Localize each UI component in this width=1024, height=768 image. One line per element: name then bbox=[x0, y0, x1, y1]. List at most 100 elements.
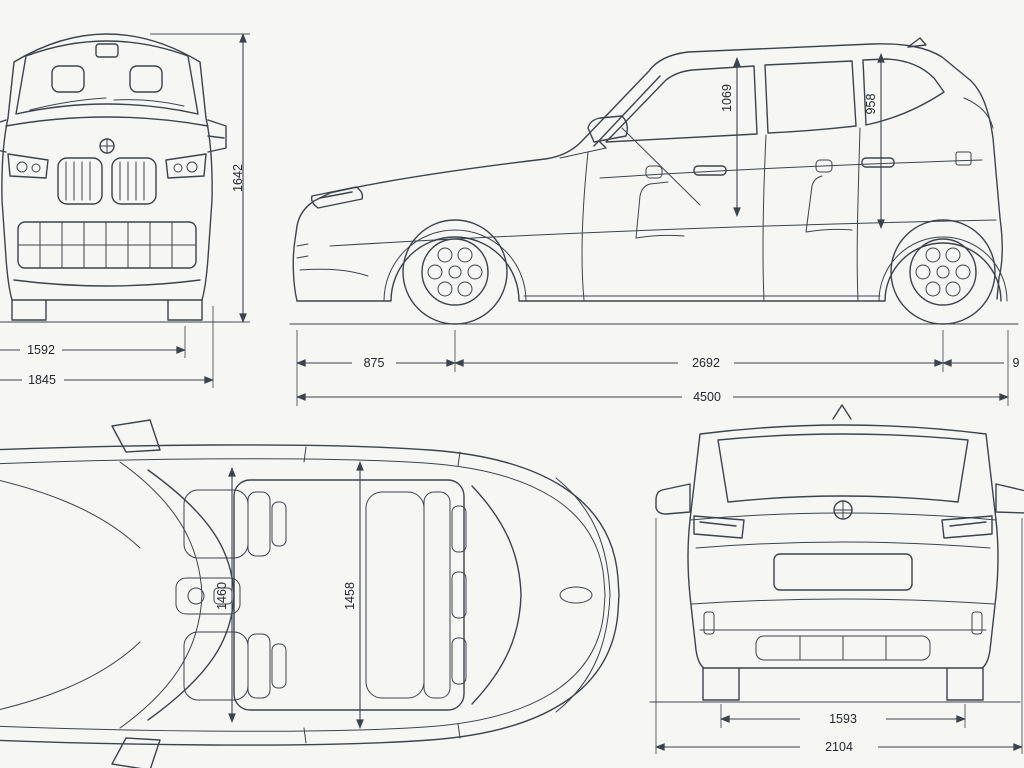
rear-wheel-left bbox=[702, 667, 740, 701]
intake-grid bbox=[17, 221, 197, 269]
rear-roundel-cross bbox=[833, 500, 853, 520]
tailgate-seam bbox=[695, 541, 991, 549]
interior-seats-side bbox=[621, 127, 853, 239]
dim-label-overall-length: 4500 bbox=[693, 390, 721, 404]
top-body-inner bbox=[0, 458, 606, 732]
side-mirror-right bbox=[207, 119, 227, 153]
rear-view-dimensions: 1593 2104 bbox=[655, 518, 1023, 754]
dim-label-overall-height: 1642 bbox=[231, 164, 245, 192]
front-rim bbox=[421, 238, 489, 306]
rear-window-arc bbox=[471, 485, 522, 705]
door-seam-ticks bbox=[303, 446, 461, 744]
top-view-car-drawing bbox=[0, 419, 620, 768]
front-bumper-detail bbox=[296, 243, 369, 277]
taillight-right bbox=[941, 515, 993, 539]
headrest-left bbox=[51, 65, 85, 93]
antenna-fin-top bbox=[559, 586, 593, 604]
rear-view: 1593 2104 bbox=[649, 404, 1024, 754]
hood-shoulder-line bbox=[5, 116, 209, 127]
headlight-right-lens bbox=[186, 161, 198, 173]
windshield bbox=[15, 40, 199, 115]
headlight-left-lens bbox=[16, 161, 28, 173]
door-split-seam bbox=[762, 134, 767, 301]
fuel-door bbox=[955, 151, 972, 166]
wheel-arch-cladding-rear bbox=[878, 236, 1008, 302]
roof-antenna-fin bbox=[907, 37, 927, 48]
a-pillar-inner bbox=[593, 75, 661, 147]
grille-bars bbox=[65, 161, 145, 201]
side-body-bottom bbox=[296, 236, 1002, 302]
door-handle-rear bbox=[861, 157, 895, 168]
upper-body-crease bbox=[599, 159, 983, 179]
headlight-right bbox=[165, 153, 207, 179]
license-plate-recess bbox=[773, 553, 913, 591]
top-view: 1460 1458 bbox=[0, 419, 620, 768]
reflector-left bbox=[703, 611, 715, 635]
roundel-cross bbox=[99, 138, 115, 154]
center-console bbox=[175, 577, 241, 615]
headlight-left-lens2 bbox=[31, 163, 41, 173]
tailgate-arc bbox=[555, 477, 611, 713]
dim-label-interior-rear: 1458 bbox=[343, 582, 357, 610]
wheel-arch-cladding-front bbox=[383, 229, 527, 302]
top-view-dimensions: 1460 1458 bbox=[215, 461, 364, 729]
side-mirror bbox=[587, 115, 629, 149]
side-view-dimensions: 1069 958 875 2692 9 4500 bbox=[296, 53, 1020, 406]
rear-body-outline bbox=[687, 424, 999, 669]
rear-view-car-drawing bbox=[649, 404, 1024, 703]
bumper-lip bbox=[13, 279, 201, 287]
rear-wheel-right bbox=[946, 667, 984, 701]
side-view-car-drawing bbox=[289, 37, 1019, 325]
front-view: 1642 1592 1845 bbox=[0, 33, 250, 388]
rear-tire bbox=[890, 219, 996, 325]
rear-rim bbox=[909, 238, 977, 306]
mirror-top bbox=[111, 419, 161, 453]
rear-bench-top bbox=[365, 491, 467, 699]
interior-mirror bbox=[95, 43, 119, 58]
extension-lines-side bbox=[296, 330, 1009, 406]
headlight-left bbox=[7, 153, 49, 179]
dim-label-interior-front: 1460 bbox=[215, 582, 229, 610]
top-body-outline bbox=[0, 444, 620, 746]
side-view: 1069 958 875 2692 9 4500 bbox=[289, 37, 1020, 406]
hood-line-upper bbox=[0, 479, 141, 549]
kidney-grille-right bbox=[111, 157, 157, 205]
reflector-right bbox=[971, 611, 983, 635]
dim-label-front-track: 1592 bbox=[27, 343, 55, 357]
mirror-bottom bbox=[111, 737, 161, 768]
extension-lines bbox=[150, 33, 250, 388]
rear-wheel-spokes bbox=[915, 247, 971, 297]
dim-label-rear-track: 1593 bbox=[829, 712, 857, 726]
kidney-grille-left bbox=[57, 157, 103, 205]
bumper-top-line bbox=[691, 598, 995, 605]
side-body-outline bbox=[292, 43, 1003, 302]
dim-label-cabin-front: 1069 bbox=[720, 84, 734, 112]
rear-window bbox=[717, 433, 969, 503]
rear-mirror-right bbox=[995, 483, 1024, 514]
shoulder-line bbox=[689, 512, 997, 521]
dim-label-body-width: 1845 bbox=[28, 373, 56, 387]
dim-label-rear-overhang-cut: 9 bbox=[1013, 356, 1020, 370]
front-seats-top bbox=[183, 489, 287, 701]
lower-body-crease bbox=[329, 219, 997, 247]
taillight-edge bbox=[963, 97, 994, 129]
front-door-window bbox=[605, 65, 758, 143]
rear-door-seam bbox=[856, 127, 861, 301]
front-door-seam bbox=[581, 151, 589, 301]
rear-mirror-left bbox=[655, 483, 691, 515]
rear-hub bbox=[936, 265, 950, 279]
side-headlight bbox=[310, 186, 364, 209]
rear-door-window bbox=[764, 60, 857, 134]
front-view-dimensions: 1642 1592 1845 bbox=[0, 33, 250, 388]
front-wheel-left bbox=[11, 299, 47, 321]
quarter-window bbox=[862, 58, 945, 126]
front-hub bbox=[448, 265, 462, 279]
wiper-lines bbox=[29, 97, 185, 111]
windshield-wiper-side bbox=[559, 147, 607, 159]
front-wheel-spokes bbox=[427, 247, 483, 297]
dim-label-front-overhang: 875 bbox=[364, 356, 385, 370]
front-view-car-drawing bbox=[0, 33, 233, 323]
headrest-right bbox=[129, 65, 163, 93]
